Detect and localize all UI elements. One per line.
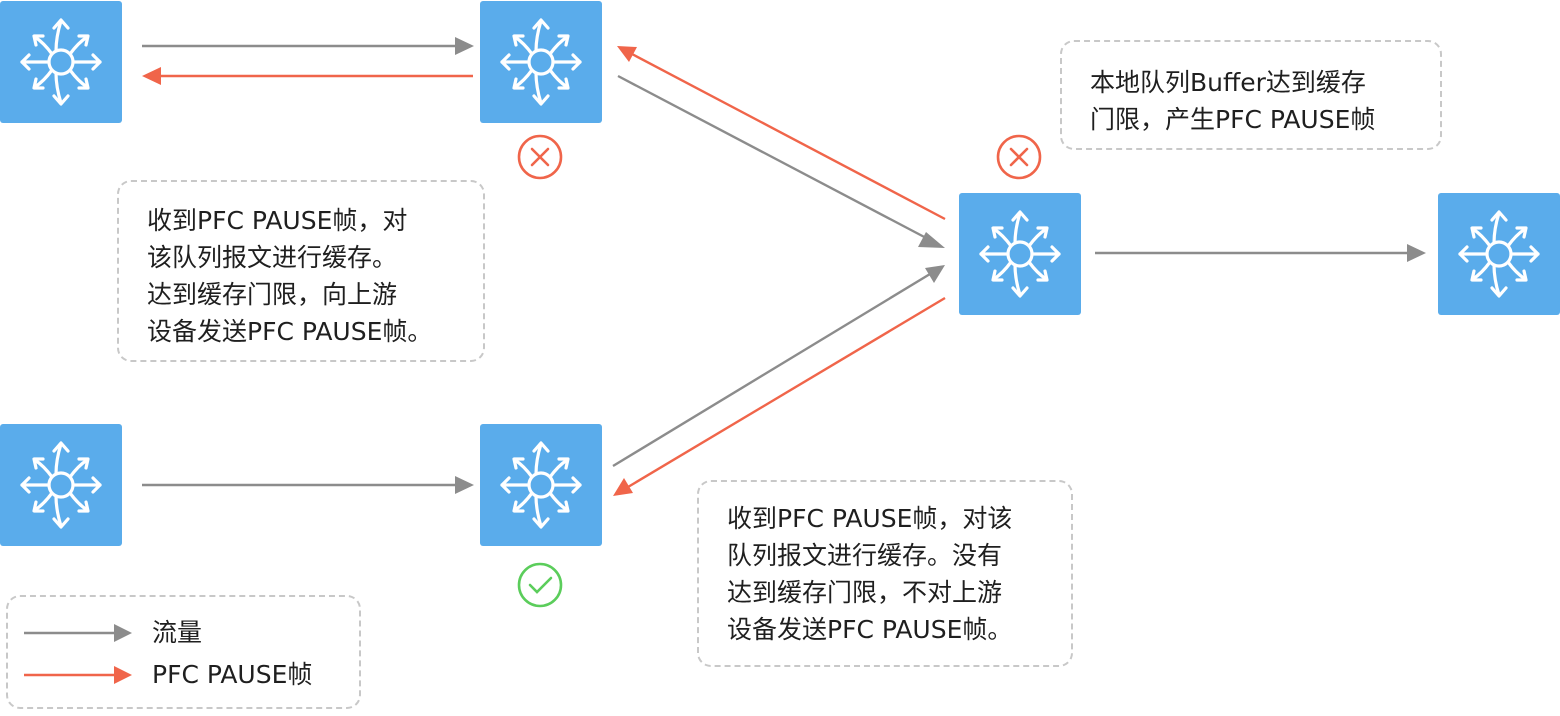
note-line: 本地队列Buffer达到缓存 [1090, 68, 1366, 97]
flow-arrowhead [918, 232, 945, 248]
check-circle-icon [517, 562, 563, 608]
note-line: 设备发送PFC PAUSE帧。 [147, 317, 433, 346]
switch-icon [1436, 191, 1560, 317]
switch-icon [478, 422, 604, 548]
note-upstream-pause: 收到PFC PAUSE帧，对 该队列报文进行缓存。 达到缓存门限，向上游 设备发… [117, 180, 485, 362]
pause-arrowhead [617, 46, 637, 62]
flow-arrowhead [1407, 244, 1426, 262]
legend-pause-label: PFC PAUSE帧 [152, 660, 313, 689]
switch-icon [957, 191, 1083, 317]
pause-arrowhead [613, 478, 633, 496]
note-line: 设备发送PFC PAUSE帧。 [727, 615, 1013, 644]
switch-icon [478, 0, 604, 125]
pause-arrow [627, 296, 946, 489]
flow-arrowhead [455, 476, 474, 494]
flow-arrow [617, 74, 931, 242]
pause-arrow [631, 52, 946, 221]
legend-swatches [24, 624, 132, 684]
switch-icon [0, 422, 124, 548]
legend-pause-arrow-icon [24, 666, 132, 684]
note-line: 达到缓存门限，向上游 [147, 280, 398, 309]
legend: 流量 PFC PAUSE帧 [6, 595, 361, 709]
note-no-upstream-pause: 收到PFC PAUSE帧，对该 队列报文进行缓存。没有 达到缓存门限，不对上游 … [697, 480, 1073, 667]
flow-arrow [612, 272, 931, 468]
cross-circle-icon [517, 134, 563, 180]
note-line: 收到PFC PAUSE帧，对该 [727, 504, 1013, 533]
pause-arrowhead [142, 67, 161, 85]
flow-arrowhead [925, 265, 945, 283]
flow-arrowhead [455, 37, 474, 55]
note-local-buffer: 本地队列Buffer达到缓存 门限，产生PFC PAUSE帧 [1060, 40, 1442, 150]
note-line: 该队列报文进行缓存。 [147, 243, 398, 272]
switch-icon [0, 0, 124, 125]
note-line: 门限，产生PFC PAUSE帧 [1090, 105, 1376, 134]
note-line: 收到PFC PAUSE帧，对 [147, 206, 408, 235]
cross-circle-icon [996, 134, 1042, 180]
legend-flow-arrow-icon [24, 624, 132, 642]
note-line: 达到缓存门限，不对上游 [727, 578, 1003, 607]
legend-flow-label: 流量 [152, 618, 203, 647]
note-line: 队列报文进行缓存。没有 [727, 541, 1003, 570]
